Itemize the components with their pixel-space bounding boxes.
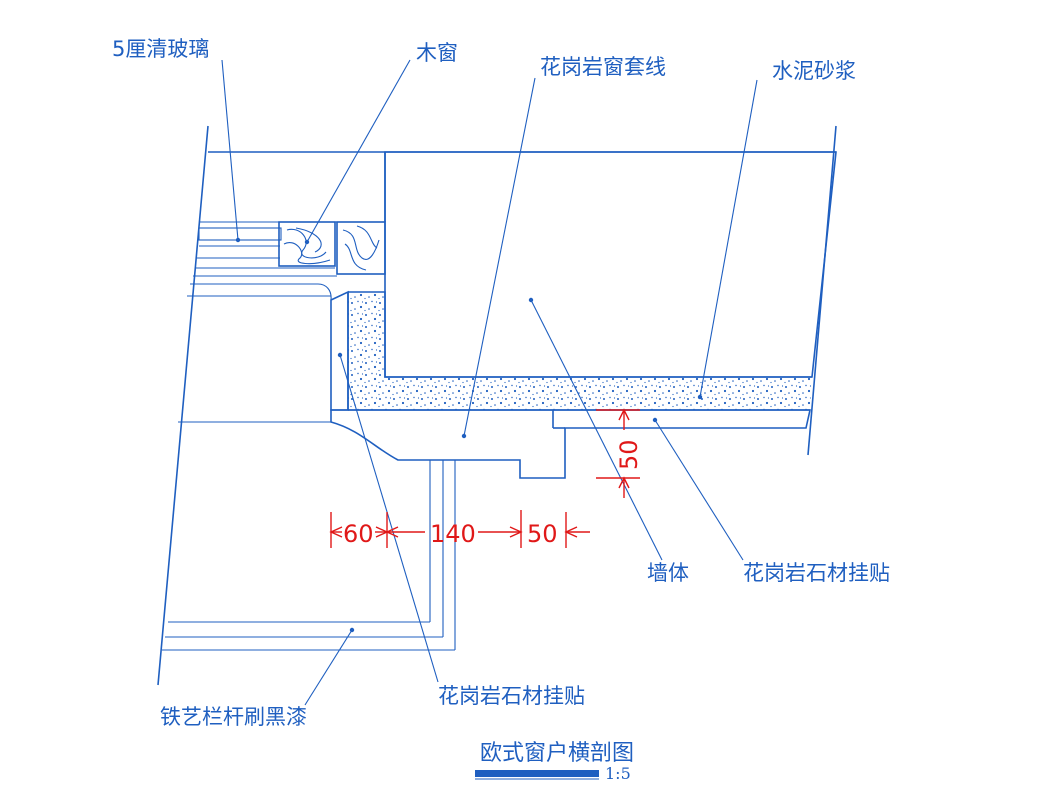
- dimension-lines: [329, 408, 640, 548]
- drawing-scale: 1:5: [605, 764, 631, 783]
- title-underline: [475, 770, 599, 777]
- iron-railing: [162, 460, 456, 651]
- granite-side-strip: [330, 290, 349, 411]
- label-wood-window: 木窗: [416, 41, 458, 65]
- outer-lines: [157, 125, 837, 686]
- label-granite-cladding-right: 花岗岩石材挂贴: [743, 561, 890, 585]
- cement-mortar-layer: [347, 291, 812, 411]
- label-wall: 墙体: [647, 561, 689, 585]
- leader-lines: [221, 59, 758, 706]
- granite-window-trim: [330, 409, 811, 479]
- label-iron-railing: 铁艺栏杆刷黑漆: [160, 705, 307, 729]
- dim-50-vertical-text: 50: [615, 439, 643, 470]
- dim-50-text: 50: [527, 520, 558, 548]
- dim-140-text: 140: [430, 520, 476, 548]
- wood-frame: [278, 221, 386, 275]
- window-frame-lower: [178, 257, 337, 423]
- wall-block: [384, 151, 837, 378]
- dim-60-text: 60: [343, 520, 374, 548]
- label-cement-mortar: 水泥砂浆: [772, 59, 856, 83]
- label-glass: 5厘清玻璃: [112, 37, 209, 61]
- label-granite-cladding-bottom: 花岗岩石材挂贴: [438, 684, 585, 708]
- drawing-title: 欧式窗户横剖图: [480, 741, 634, 766]
- label-granite-trim: 花岗岩窗套线: [540, 55, 666, 79]
